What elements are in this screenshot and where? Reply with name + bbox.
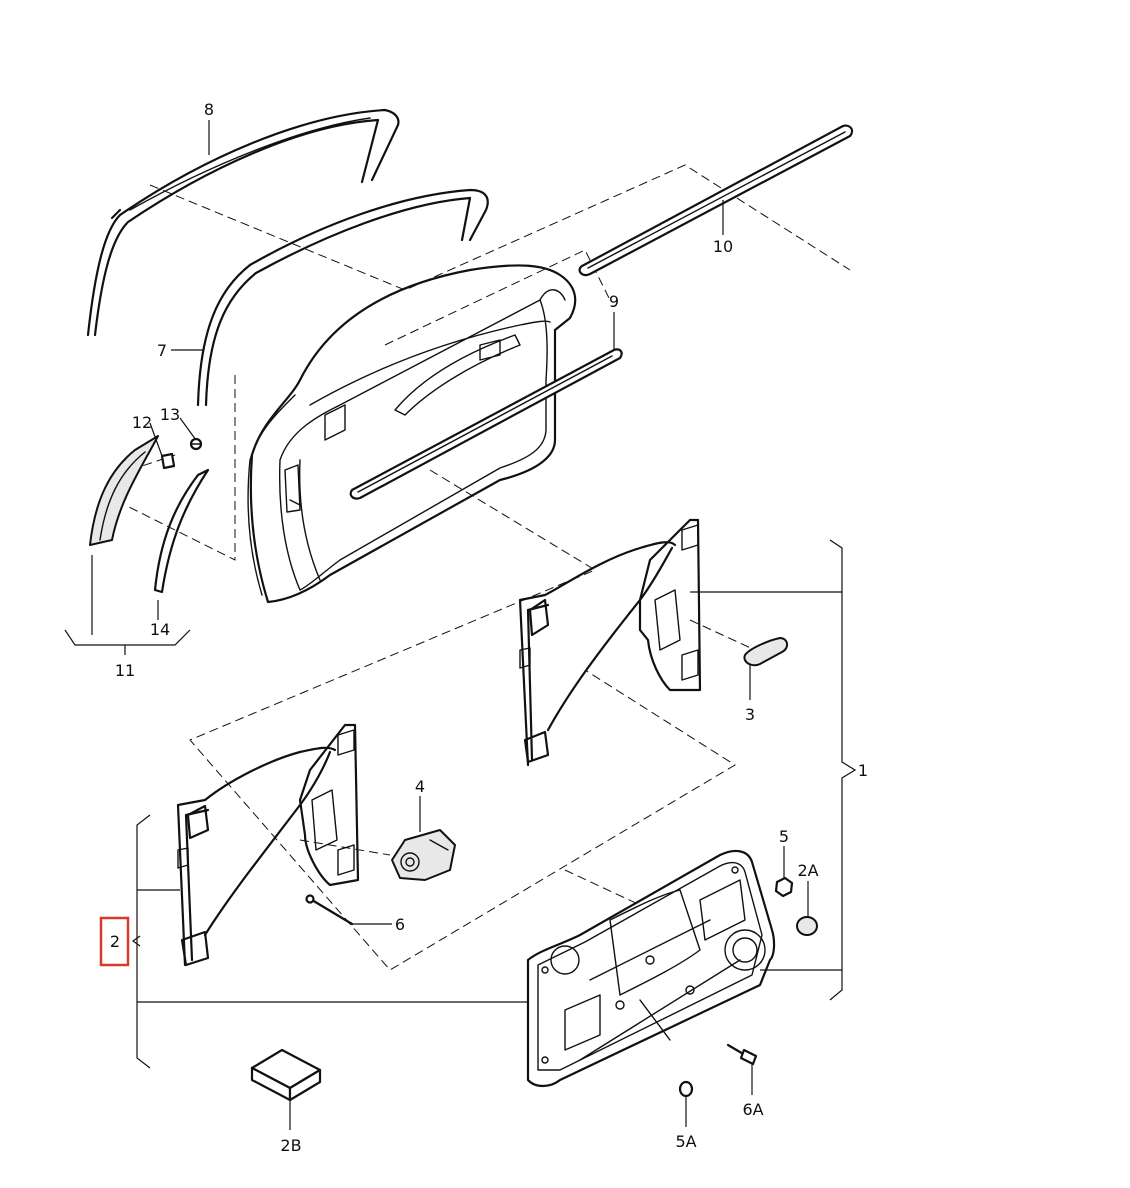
part-12-trim-panel	[89, 435, 159, 546]
callout-3[interactable]: 3	[745, 705, 755, 724]
assembly-guide-lines	[124, 164, 851, 971]
callout-7[interactable]: 7	[157, 341, 167, 360]
leader-lines	[64, 120, 857, 1130]
door-module-carrier-plate	[526, 849, 776, 1088]
callout-6A[interactable]: 6A	[742, 1100, 763, 1119]
callout-5[interactable]: 5	[779, 827, 789, 846]
callout-2-highlight	[99, 916, 130, 967]
callout-2B[interactable]: 2B	[280, 1136, 301, 1155]
callout-1[interactable]: 1	[858, 761, 868, 780]
callout-8[interactable]: 8	[204, 100, 214, 119]
part-6A-screw	[726, 1043, 758, 1066]
door-shell	[247, 264, 577, 604]
callout-13[interactable]: 13	[160, 405, 180, 424]
callout-2[interactable]: 2	[110, 932, 120, 951]
callout-4[interactable]: 4	[415, 777, 425, 796]
callout-5A[interactable]: 5A	[675, 1132, 696, 1151]
lower-window-regulator	[176, 723, 360, 967]
part-3-window-crank	[743, 637, 788, 667]
part-12-clip	[160, 452, 176, 470]
part-14-seal-strip	[153, 468, 210, 594]
callout-11[interactable]: 11	[115, 661, 135, 680]
callout-14[interactable]: 14	[150, 620, 170, 639]
part-4-window-motor	[391, 829, 456, 881]
part-5-nut	[774, 876, 794, 898]
callout-2A[interactable]: 2A	[797, 861, 818, 880]
part-2B-repair-kit-box	[250, 1048, 322, 1102]
callout-6[interactable]: 6	[395, 915, 405, 934]
upper-window-regulator	[518, 518, 702, 767]
part-8-upper-frame-seal	[86, 108, 400, 337]
part-9-inner-belt-seal	[349, 348, 623, 500]
part-6-bolt	[305, 894, 354, 926]
part-13-screw	[189, 437, 203, 451]
part-7-window-channel-seal	[196, 188, 489, 407]
callout-12[interactable]: 12	[132, 413, 152, 432]
part-5A-clip	[678, 1080, 694, 1098]
part-2A-plug	[796, 916, 818, 936]
callout-9[interactable]: 9	[609, 292, 619, 311]
callout-10[interactable]: 10	[713, 237, 733, 256]
part-10-outer-belt-seal	[578, 124, 854, 277]
callout-labels: 8 10 9 7 12 13 14 11 3 1 4 5 2A 6 2 6A 5…	[110, 100, 868, 1155]
